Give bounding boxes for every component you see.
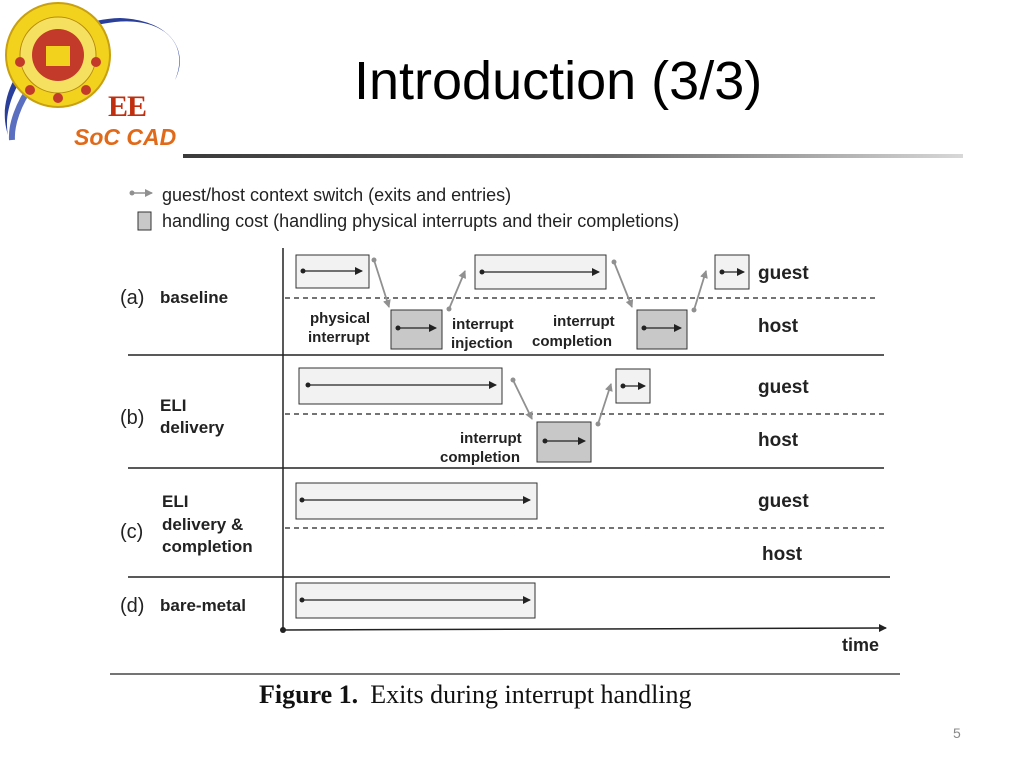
university-logo: EE SoC CAD xyxy=(0,0,200,165)
row-name: completion xyxy=(162,537,253,556)
row-tag: (b) xyxy=(120,407,144,429)
row-d-label: (d) bare-metal xyxy=(120,595,246,617)
annotation-interrupt-completion: completion xyxy=(532,333,612,350)
exit-arrow xyxy=(613,261,634,308)
title-divider xyxy=(183,154,963,158)
host-handling-block xyxy=(390,309,443,350)
host-handling-block xyxy=(536,421,592,463)
guest-label: guest xyxy=(758,491,809,512)
annotation-interrupt-injection: interrupt xyxy=(452,316,514,333)
figure-label: Figure 1. xyxy=(259,680,359,709)
row-tag: (c) xyxy=(120,521,143,543)
time-axis xyxy=(282,624,887,633)
annotation-interrupt-injection: injection xyxy=(451,335,513,352)
row-name: delivery & xyxy=(162,515,243,534)
figure-caption-text: Exits during interrupt handling xyxy=(370,680,692,709)
entry-arrow xyxy=(693,270,708,311)
logo-ee-text: EE xyxy=(108,90,147,123)
row-name: delivery xyxy=(160,418,225,437)
row-b-timeline: interrupt completion xyxy=(298,367,651,466)
time-axis-label: time xyxy=(842,635,879,655)
row-tag: (d) xyxy=(120,595,144,617)
row-name: ELI xyxy=(162,492,188,511)
exit-arrow xyxy=(373,259,391,308)
page-number: 5 xyxy=(953,725,961,741)
annotation-interrupt-completion: interrupt xyxy=(460,430,522,447)
annotation-interrupt-completion: interrupt xyxy=(553,313,615,330)
annotation-physical-interrupt: interrupt xyxy=(308,329,370,346)
guest-label: guest xyxy=(758,377,809,398)
host-handling-block xyxy=(636,309,688,350)
guest-execution-block xyxy=(298,367,503,405)
row-b-label: (b) ELI delivery xyxy=(120,396,225,437)
row-c-timeline xyxy=(295,482,538,520)
guest-label: guest xyxy=(758,263,809,284)
annotation-physical-interrupt: physical xyxy=(310,310,370,327)
row-a-timeline: physical interrupt interrupt injection i… xyxy=(295,254,750,352)
logo-emblem-icon xyxy=(4,2,180,141)
entry-arrow xyxy=(597,383,613,425)
row-name: ELI xyxy=(160,396,186,415)
guest-execution-block xyxy=(474,254,607,290)
slide-title: Introduction (3/3) xyxy=(354,51,763,111)
legend-handling-cost-label: handling cost (handling physical interru… xyxy=(162,211,679,231)
guest-execution-block xyxy=(295,482,538,520)
legend: guest/host context switch (exits and ent… xyxy=(129,185,679,231)
row-name: baseline xyxy=(160,288,228,307)
host-label: host xyxy=(758,316,799,337)
guest-execution-block xyxy=(615,368,651,404)
legend-handling-cost-icon xyxy=(137,211,152,231)
legend-context-switch-label: guest/host context switch (exits and ent… xyxy=(162,185,511,205)
exit-arrow xyxy=(512,379,533,420)
row-name: bare-metal xyxy=(160,596,246,615)
host-label: host xyxy=(758,430,799,451)
legend-context-switch-icon xyxy=(129,189,153,197)
row-a-label: (a) baseline xyxy=(120,287,228,309)
annotation-interrupt-completion: completion xyxy=(440,449,520,466)
row-d-timeline xyxy=(295,582,536,619)
figure-caption: Figure 1. Exits during interrupt handling xyxy=(259,680,692,710)
logo-soc-text: SoC CAD xyxy=(74,124,177,150)
host-label: host xyxy=(762,544,803,565)
entry-arrow xyxy=(448,270,466,310)
row-tag: (a) xyxy=(120,287,144,309)
execution-block xyxy=(295,582,536,619)
guest-execution-block xyxy=(714,254,750,290)
row-c-label: (c) ELI delivery & completion xyxy=(120,492,253,556)
guest-execution-block xyxy=(295,254,370,289)
